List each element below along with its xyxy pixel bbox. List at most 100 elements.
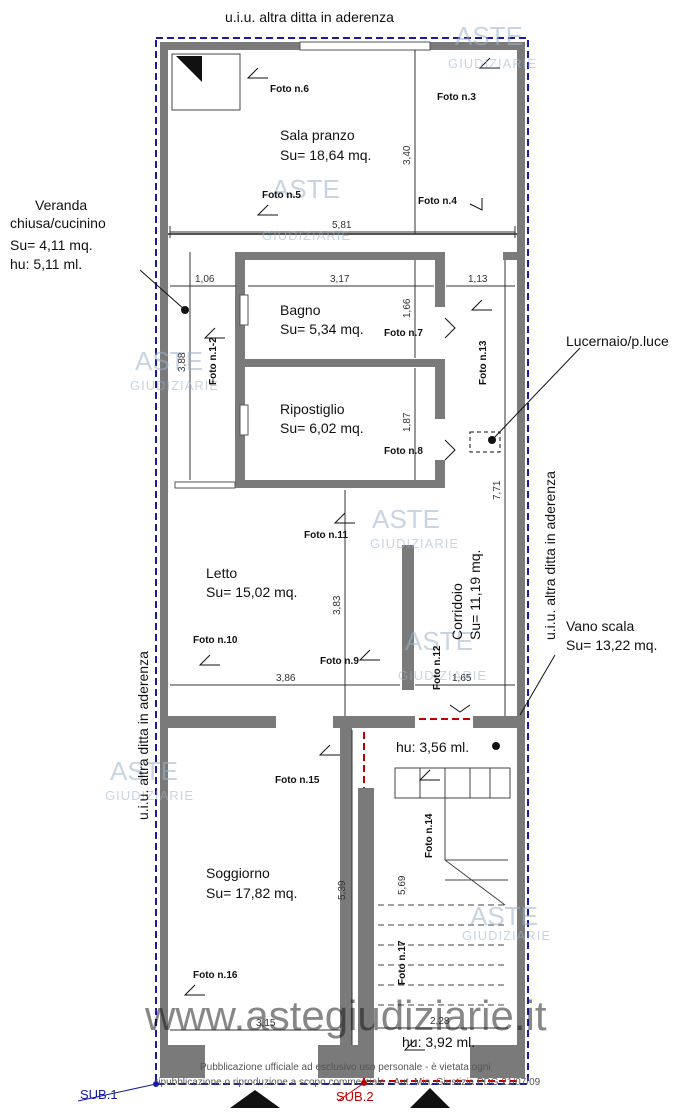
left-label: u.i.u. altra ditta in aderenza bbox=[135, 651, 151, 820]
top-label: u.i.u. altra ditta in aderenza bbox=[225, 9, 394, 25]
corner-box-fill bbox=[176, 56, 202, 82]
dim-106: 1,06 bbox=[195, 274, 215, 285]
dim-569: 5,69 bbox=[397, 875, 408, 895]
window-rip bbox=[239, 404, 249, 436]
foto-1-2: Foto n.1-2 bbox=[208, 337, 219, 385]
leader-vano-scala bbox=[519, 654, 556, 716]
foto-3: Foto n.3 bbox=[437, 92, 476, 103]
room-letto-area: Su= 15,02 mq. bbox=[206, 584, 297, 600]
foto-15: Foto n.15 bbox=[275, 775, 320, 786]
watermark-site: www.astegiudiziarie.it bbox=[144, 992, 547, 1039]
room-bagno-name: Bagno bbox=[280, 302, 321, 318]
sub1-leader bbox=[77, 1083, 157, 1102]
leader-lucernaio bbox=[491, 347, 581, 441]
footer-line2: ripubblicazione o riproduzione a scopo c… bbox=[155, 1077, 541, 1088]
room-soggiorno-name: Soggiorno bbox=[206, 865, 270, 881]
room-veranda-height: hu: 5,11 ml. bbox=[10, 256, 82, 272]
dimension-lines bbox=[169, 50, 516, 1045]
room-letto-name: Letto bbox=[206, 565, 237, 581]
room-vano-scala-area: Su= 13,22 mq. bbox=[566, 637, 657, 653]
watermark-logo-4: ASTE bbox=[372, 504, 440, 534]
wall-bagno-left bbox=[235, 252, 245, 488]
lucernaio-box bbox=[469, 431, 501, 453]
watermark-sub-5: GIUDIZIARIE bbox=[398, 668, 487, 683]
wall-bottom-2 bbox=[318, 1045, 360, 1078]
vano-scala-dot bbox=[492, 742, 500, 750]
wall-letto-bottom-mid bbox=[333, 716, 415, 728]
wall-corridor bbox=[402, 545, 414, 690]
foto-7: Foto n.7 bbox=[384, 328, 423, 339]
wall-scale-left bbox=[358, 788, 374, 1078]
dim-388: 3,88 bbox=[177, 352, 188, 372]
watermark-logo-6: ASTE bbox=[110, 756, 178, 786]
dim-340: 3,40 bbox=[402, 145, 413, 165]
wall-letto-bottom-left bbox=[168, 716, 276, 728]
dim-386: 3,86 bbox=[276, 673, 296, 684]
foto-13: Foto n.13 bbox=[478, 340, 489, 385]
leader-veranda bbox=[139, 269, 186, 311]
corner-box bbox=[171, 53, 241, 111]
sub1-dot bbox=[153, 1081, 159, 1087]
wall-bagno-top bbox=[235, 252, 445, 260]
dim-539: 5,39 bbox=[337, 880, 348, 900]
dim-581: 5,81 bbox=[332, 220, 352, 231]
entrance-triangle-2 bbox=[410, 1088, 450, 1108]
sub2-label: SUB.2 bbox=[336, 1089, 374, 1104]
footer-line1: Pubblicazione ufficiale ad esclusivo uso… bbox=[200, 1062, 491, 1073]
foto-6: Foto n.6 bbox=[270, 84, 309, 95]
leader-veranda-dot bbox=[181, 306, 189, 314]
dim-187: 1,87 bbox=[402, 412, 413, 432]
leader-lucernaio-dot bbox=[488, 436, 496, 444]
lucernaio-label: Lucernaio/p.luce bbox=[566, 333, 669, 349]
room-ripostiglio-name: Ripostiglio bbox=[280, 401, 345, 417]
foto-5: Foto n.5 bbox=[262, 190, 301, 201]
dim-113: 1,13 bbox=[468, 274, 488, 285]
room-veranda-name1: Veranda bbox=[35, 197, 87, 213]
right-label: u.i.u. altra ditta in aderenza bbox=[542, 471, 558, 640]
foto-17: Foto n.17 bbox=[397, 940, 408, 985]
watermark-sub-2: GIUDIZIARIE bbox=[262, 228, 351, 243]
wall-bagno-right bbox=[435, 252, 445, 307]
wall-rip-right2 bbox=[435, 460, 445, 488]
window-bagno bbox=[239, 294, 249, 326]
wall-letto-bottom-right bbox=[473, 716, 517, 728]
outer-wall-right bbox=[517, 42, 525, 1078]
room-veranda-area: Su= 4,11 mq. bbox=[10, 237, 93, 253]
room-vano-scala-height-top: hu: 3,56 ml. bbox=[396, 739, 469, 755]
dim-228: 2,28 bbox=[430, 1016, 450, 1027]
room-corridoio-name: Corridoio bbox=[449, 583, 465, 640]
dim-315: 3,15 bbox=[256, 1018, 276, 1029]
room-corridoio-area: Su= 11,19 mq. bbox=[467, 550, 483, 640]
window-veranda-bottom bbox=[174, 481, 236, 489]
wall-soggiorno-right bbox=[340, 728, 352, 1078]
room-vano-scala-height-bottom: hu: 3,92 ml. bbox=[402, 1034, 475, 1050]
entrance-triangle-1 bbox=[230, 1090, 280, 1108]
stairs bbox=[394, 767, 511, 906]
wall-rip-bottom bbox=[235, 480, 445, 488]
wall-rip-right bbox=[435, 359, 445, 419]
watermark-logo-3: ASTE bbox=[135, 346, 203, 376]
foto-4: Foto n.4 bbox=[418, 196, 457, 207]
dim-165: 1,65 bbox=[452, 673, 472, 684]
room-vano-scala-name: Vano scala bbox=[566, 618, 634, 634]
watermark-sub-1: GIUDIZIARIE bbox=[448, 56, 537, 71]
sub1-label: SUB.1 bbox=[80, 1087, 118, 1102]
wall-bottom-1 bbox=[160, 1045, 205, 1078]
foto-9: Foto n.9 bbox=[320, 656, 359, 667]
watermark-sub-4: GIUDIZIARIE bbox=[370, 536, 459, 551]
window-top bbox=[299, 41, 431, 51]
dim-166: 1,66 bbox=[402, 298, 413, 318]
wall-bottom-3 bbox=[470, 1045, 525, 1078]
foto-12: Foto n.12 bbox=[432, 645, 443, 690]
room-bagno-area: Su= 5,34 mq. bbox=[280, 321, 364, 337]
foto-10: Foto n.10 bbox=[193, 635, 238, 646]
camera-icons bbox=[183, 57, 500, 1051]
dim-771: 7,71 bbox=[492, 480, 503, 500]
wall-bagno-mid bbox=[245, 359, 445, 367]
foto-11: Foto n.11 bbox=[304, 530, 348, 541]
dim-383: 3,83 bbox=[332, 595, 343, 615]
outer-wall-left bbox=[160, 42, 168, 1078]
room-soggiorno-area: Su= 17,82 mq. bbox=[206, 885, 297, 901]
room-ripostiglio-area: Su= 6,02 mq. bbox=[280, 420, 364, 436]
watermark-logo-1: ASTE bbox=[455, 21, 523, 51]
